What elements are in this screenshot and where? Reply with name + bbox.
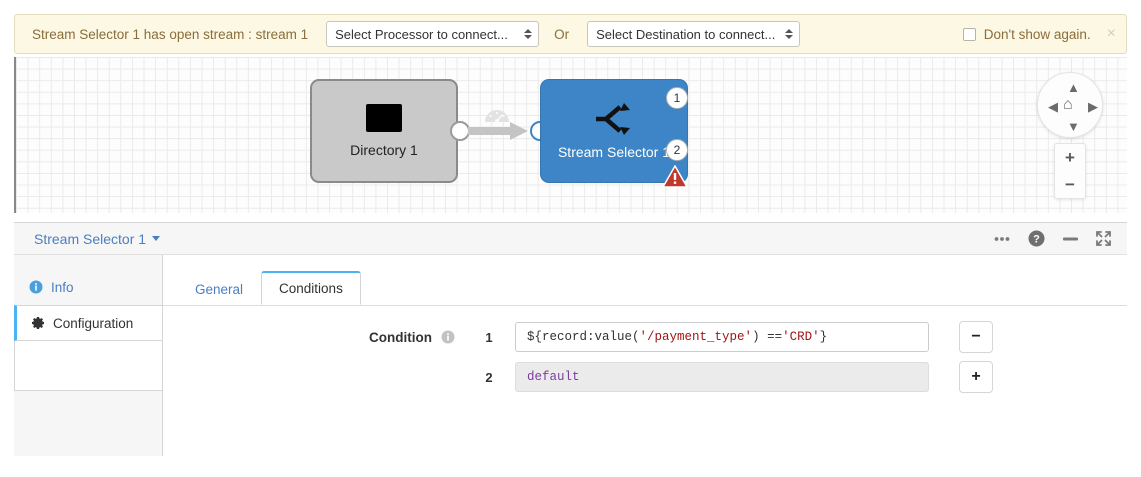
- sidebar-filler: [14, 341, 162, 391]
- minimize-icon[interactable]: [1063, 237, 1078, 241]
- info-icon: [29, 280, 43, 294]
- gear-icon: [31, 316, 45, 330]
- tab-label: General: [195, 281, 244, 297]
- zoom-out-button[interactable]: −: [1065, 175, 1075, 194]
- tabs-divider: [163, 305, 1127, 306]
- stage-label: Directory 1: [350, 142, 418, 158]
- condition-label-text: Condition: [369, 329, 432, 345]
- expr-token: ) ==: [752, 330, 783, 344]
- dont-show-again-label: Don't show again.: [983, 26, 1091, 42]
- notification-actions: Don't show again. ×: [962, 25, 1126, 42]
- nav-up-icon[interactable]: ▲: [1067, 80, 1080, 95]
- sidebar-item-info[interactable]: Info: [14, 269, 162, 305]
- processor-select-value: Select Processor to connect...: [335, 26, 508, 42]
- remove-condition-button[interactable]: −: [959, 321, 993, 353]
- condition-index: 2: [485, 369, 493, 385]
- expand-icon[interactable]: [1096, 231, 1111, 246]
- ellipsis-icon[interactable]: [994, 236, 1010, 242]
- or-label: Or: [554, 26, 570, 42]
- canvas-zoom-controls[interactable]: + −: [1054, 143, 1086, 199]
- condition-field-label: Condition: [163, 330, 463, 345]
- notification-bar: Stream Selector 1 has open stream : stre…: [14, 14, 1127, 54]
- condition-default-input: default: [515, 362, 929, 392]
- svg-text:?: ?: [1033, 234, 1040, 246]
- chevron-updown-icon: [523, 27, 532, 41]
- nav-down-icon[interactable]: ▼: [1067, 119, 1080, 134]
- sidebar-item-configuration[interactable]: Configuration: [14, 305, 162, 341]
- page-title[interactable]: Stream Selector 1: [34, 230, 147, 247]
- stage-stream-selector-1[interactable]: Stream Selector 1: [540, 79, 688, 183]
- output-port-directory-1[interactable]: [450, 121, 470, 141]
- panel-header-actions: ?: [994, 230, 1127, 247]
- info-icon[interactable]: [441, 330, 455, 344]
- canvas-nav-pad[interactable]: ▲ ▼ ◀ ▶ ⌂: [1037, 72, 1103, 138]
- sidebar-item-label: Info: [51, 279, 74, 295]
- help-icon[interactable]: ?: [1028, 230, 1045, 247]
- tab-general[interactable]: General: [177, 273, 261, 305]
- properties-panel-header: Stream Selector 1 ?: [14, 223, 1127, 255]
- output-badge-2[interactable]: 2: [666, 139, 688, 161]
- properties-content: General Conditions Condition: [162, 255, 1127, 456]
- destination-select-value: Select Destination to connect...: [596, 26, 776, 42]
- properties-panel: Stream Selector 1 ?: [14, 222, 1127, 456]
- notification-message: Stream Selector 1 has open stream : stre…: [32, 26, 309, 42]
- condition-index: 1: [485, 329, 493, 345]
- condition-row: Condition 1 ${record:value(: [163, 317, 1127, 357]
- output-badge-1[interactable]: 1: [666, 87, 688, 109]
- expr-token-keyword: default: [527, 370, 580, 384]
- folder-icon: [366, 104, 402, 132]
- expr-token-string: 'CRD': [782, 330, 820, 344]
- tab-conditions[interactable]: Conditions: [261, 271, 361, 305]
- warning-triangle-icon[interactable]: [662, 165, 688, 189]
- stage-directory-1[interactable]: Directory 1: [310, 79, 458, 183]
- condition-expression-input[interactable]: ${record:value('/payment_type') == 'CRD'…: [515, 322, 929, 352]
- home-icon[interactable]: ⌂: [1063, 96, 1073, 113]
- caret-down-icon[interactable]: [152, 236, 161, 241]
- properties-side-nav: Info Configuration: [14, 255, 162, 456]
- nav-left-icon[interactable]: ◀: [1048, 99, 1058, 114]
- expr-token: ${record:value(: [527, 330, 640, 344]
- config-tabs: General Conditions: [177, 271, 361, 305]
- chevron-updown-icon: [784, 27, 793, 41]
- stream-selector-icon: [596, 103, 630, 135]
- connection-arrow-icon[interactable]: [468, 121, 530, 141]
- properties-panel-body: Info Configuration General: [14, 255, 1127, 456]
- conditions-list: Condition 1 ${record:value(: [163, 317, 1127, 397]
- dont-show-again-checkbox[interactable]: [962, 27, 976, 41]
- throughput-gauge-icon: [485, 110, 509, 123]
- condition-row: 2 default +: [163, 357, 1127, 397]
- processor-select[interactable]: Select Processor to connect...: [326, 21, 540, 47]
- nav-right-icon[interactable]: ▶: [1088, 99, 1098, 114]
- sidebar-item-label: Configuration: [53, 315, 134, 331]
- add-condition-button[interactable]: +: [959, 361, 993, 393]
- destination-select[interactable]: Select Destination to connect...: [587, 21, 801, 47]
- pipeline-canvas[interactable]: Directory 1 Stream Selector 1 1: [14, 57, 1127, 213]
- zoom-in-button[interactable]: +: [1065, 148, 1075, 167]
- tab-label: Conditions: [279, 281, 343, 296]
- close-icon[interactable]: ×: [1106, 25, 1116, 42]
- expr-token-string: '/payment_type': [639, 330, 753, 344]
- expr-token: }: [819, 330, 828, 344]
- stage-label: Stream Selector 1: [557, 144, 671, 160]
